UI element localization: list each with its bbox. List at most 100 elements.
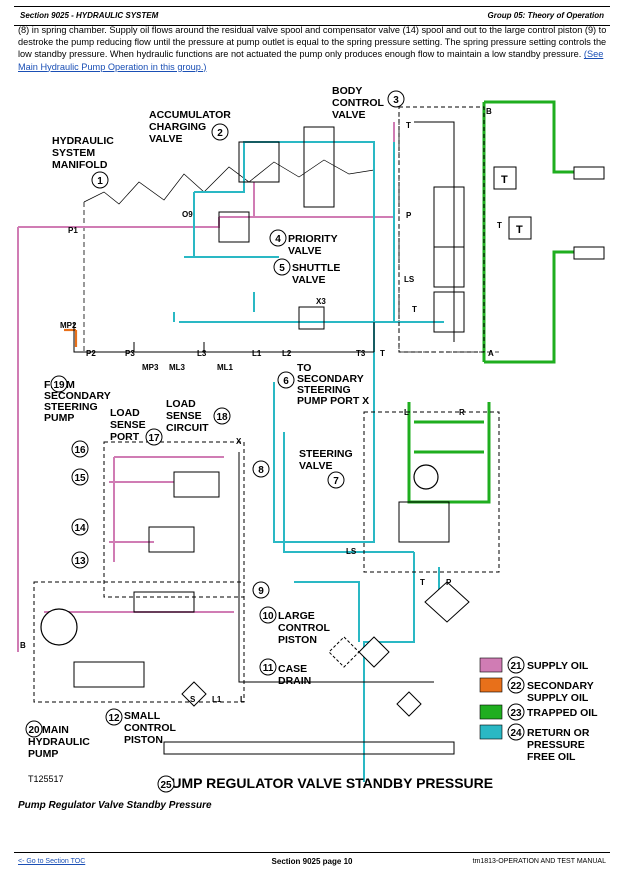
callout-2-text: 2 bbox=[217, 128, 223, 139]
label-lsc-sense: SENSE bbox=[166, 410, 202, 422]
port-t3: T3 bbox=[356, 349, 366, 358]
legend-num-24: 24 bbox=[510, 728, 522, 739]
callout-7-text: 7 bbox=[333, 476, 339, 487]
port-l2: L2 bbox=[282, 349, 292, 358]
port-ls-bcv: LS bbox=[404, 275, 415, 284]
priority-valve-body bbox=[218, 211, 250, 243]
compensator-valve bbox=[148, 526, 195, 553]
legend: 21 SUPPLY OIL 22 SECONDARY SUPPLY OIL 23… bbox=[479, 656, 598, 763]
port-mp2: MP2 bbox=[60, 321, 77, 330]
port-labels: P1 O9 X3 MP2 P2 P3 MP3 ML3 L3 ML1 L1 L2 … bbox=[20, 107, 502, 704]
legend-num-22: 22 bbox=[510, 681, 522, 692]
port-l-pump: L bbox=[240, 695, 245, 704]
label-shuttle-valve: VALVE bbox=[292, 274, 325, 286]
steering-motor bbox=[413, 464, 439, 490]
load-sense-valve bbox=[173, 471, 220, 498]
callout-16-text: 16 bbox=[74, 445, 86, 456]
t-switch-2-label: T bbox=[516, 224, 523, 236]
manual-name: tm1813-OPERATION AND TEST MANUAL bbox=[472, 858, 606, 865]
section-toc-link[interactable]: <- Go to Section TOC bbox=[18, 858, 86, 865]
callout-numbers bbox=[25, 90, 405, 793]
label-main: MAIN bbox=[42, 724, 69, 736]
bcv-spool-2 bbox=[433, 246, 465, 288]
label-large: LARGE bbox=[278, 610, 315, 622]
label-scp-control: CONTROL bbox=[124, 722, 176, 734]
page-number: Section 9025 page 10 bbox=[271, 857, 353, 866]
pump-operation-link[interactable]: (See Main Hydraulic Pump Operation in th… bbox=[18, 49, 604, 72]
page-header: Section 9025 - HYDRAULIC SYSTEM Group 05… bbox=[14, 6, 610, 26]
legend-num-21-circle bbox=[507, 656, 525, 674]
steering-valve-box bbox=[363, 411, 500, 573]
callout-5-text: 5 bbox=[279, 263, 285, 274]
diagram-title: PUMP REGULATOR VALVE STANDBY PRESSURE bbox=[162, 775, 493, 791]
port-r: R bbox=[459, 408, 465, 417]
label-accumulator: ACCUMULATOR bbox=[149, 109, 231, 121]
port-t-bcv2: T bbox=[497, 221, 502, 230]
legend-label-secondary-1: SECONDARY bbox=[527, 680, 594, 692]
callout-2 bbox=[211, 123, 229, 141]
label-case: CASE bbox=[278, 663, 307, 675]
callout-12-text: 12 bbox=[108, 713, 120, 724]
section-title: Section 9025 - HYDRAULIC SYSTEM bbox=[20, 11, 159, 20]
legend-num-23-circle bbox=[507, 703, 525, 721]
label-mhp-hydraulic: HYDRAULIC bbox=[28, 736, 90, 748]
label-from-pump: PUMP bbox=[44, 412, 74, 424]
legend-swatch-return bbox=[479, 724, 503, 740]
callout-15 bbox=[71, 468, 89, 486]
main-pump-circle bbox=[40, 608, 78, 646]
label-pump-port-x: PUMP PORT X bbox=[297, 395, 369, 407]
label-lcp-piston: PISTON bbox=[278, 634, 317, 646]
label-bcv-valve: VALVE bbox=[332, 109, 365, 121]
callout-18-text: 18 bbox=[216, 412, 228, 423]
component-shapes bbox=[33, 106, 605, 755]
callout-6-text: 6 bbox=[283, 376, 289, 387]
port-t-bcv1: T bbox=[406, 121, 411, 130]
callout-16 bbox=[71, 440, 89, 458]
port-a: A bbox=[488, 349, 494, 358]
port-x: X bbox=[236, 437, 242, 446]
bcv-spool-1 bbox=[433, 186, 465, 248]
legend-label-return-2: PRESSURE bbox=[527, 739, 585, 751]
label-priority-valve: VALVE bbox=[288, 245, 321, 257]
label-from-steering: STEERING bbox=[44, 401, 98, 413]
callout-9-text: 9 bbox=[258, 586, 264, 597]
callout-labels: HYDRAULIC SYSTEM MANIFOLD ACCUMULATOR CH… bbox=[28, 85, 493, 791]
port-mp3: MP3 bbox=[142, 363, 159, 372]
callout-12 bbox=[105, 708, 123, 726]
port-p-steer: P bbox=[446, 578, 452, 587]
label-lsc-circuit: CIRCUIT bbox=[166, 422, 209, 434]
callout-11-text: 11 bbox=[263, 663, 274, 674]
t-switch-2 bbox=[508, 216, 532, 240]
label-mhp-pump: PUMP bbox=[28, 748, 58, 760]
port-ml1: ML1 bbox=[217, 363, 234, 372]
regulator-box bbox=[103, 441, 245, 598]
manifold-boundary bbox=[83, 112, 499, 353]
hydraulic-schematic: T T HYDRAULIC SYSTEM MANIFOLD ACCUMULATO… bbox=[17, 85, 605, 793]
label-acc-valve: VALVE bbox=[149, 133, 182, 145]
label-ls-port: PORT bbox=[110, 431, 140, 443]
callout-25-text: 25 bbox=[160, 780, 172, 791]
breather-diamond bbox=[396, 691, 422, 717]
legend-label-secondary-2: SUPPLY OIL bbox=[527, 692, 589, 704]
t-switch-1 bbox=[493, 166, 517, 190]
callout-3-text: 3 bbox=[393, 95, 399, 106]
port-l: L bbox=[404, 408, 409, 417]
bcv-relief bbox=[433, 291, 465, 333]
label-manifold: MANIFOLD bbox=[52, 159, 108, 171]
label-lcp-control: CONTROL bbox=[278, 622, 330, 634]
intro-text: (8) in spring chamber. Supply oil flows … bbox=[18, 25, 607, 60]
legend-num-24-circle bbox=[507, 723, 525, 741]
pump-box bbox=[33, 581, 245, 703]
t-switch-1-label: T bbox=[501, 174, 508, 186]
callout-1-text: 1 bbox=[97, 176, 103, 187]
callout-7 bbox=[327, 471, 345, 489]
accumulator-valve-body bbox=[238, 141, 280, 183]
label-to: TO bbox=[297, 362, 311, 374]
callout-4-text: 4 bbox=[275, 234, 281, 245]
port-b-top: B bbox=[486, 107, 492, 116]
reservoir-base bbox=[163, 741, 455, 755]
manifold-top-jagged bbox=[83, 159, 375, 205]
steering-spool bbox=[398, 501, 450, 543]
callout-11 bbox=[259, 658, 277, 676]
legend-num-21: 21 bbox=[510, 661, 522, 672]
